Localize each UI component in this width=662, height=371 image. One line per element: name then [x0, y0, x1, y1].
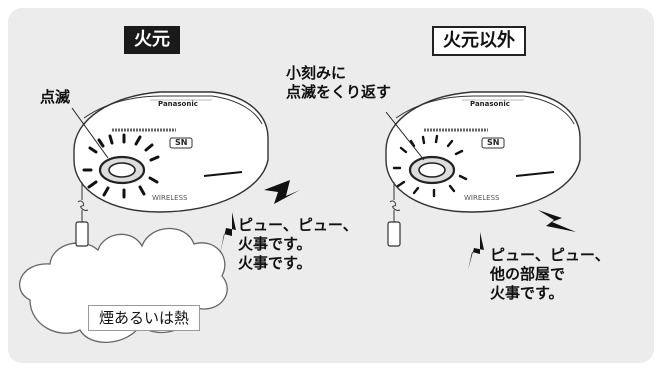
wireless-label-right: WIRELESS	[464, 194, 500, 202]
wireless-label-left: WIRELESS	[152, 194, 188, 202]
title-other-rooms: 火元以外	[432, 26, 526, 56]
model-badge-left: SN	[175, 138, 188, 147]
announcement-left: ピュー、ピュー、 火事です。 火事です。	[238, 216, 358, 272]
smoke-detector-left	[73, 91, 269, 247]
model-badge-right: SN	[487, 138, 500, 147]
wireless-signal-right	[468, 210, 576, 270]
title-fire-origin: 火元	[124, 26, 180, 54]
blink-label-right: 小刻みに 点滅をくり返す	[286, 64, 392, 101]
brand-label-left: Panasonic	[158, 100, 198, 108]
smoke-heat-label: 煙あるいは熱	[88, 305, 201, 331]
blink-label-left: 点滅	[40, 88, 71, 106]
brand-label-right: Panasonic	[470, 100, 510, 108]
smoke-detector-right	[385, 91, 581, 247]
wireless-signal-left	[220, 180, 300, 254]
announcement-right: ピュー、ピュー、 他の部屋で 火事です。	[490, 246, 610, 302]
blink-rays-left	[82, 133, 160, 199]
blink-rays-right	[392, 134, 468, 198]
